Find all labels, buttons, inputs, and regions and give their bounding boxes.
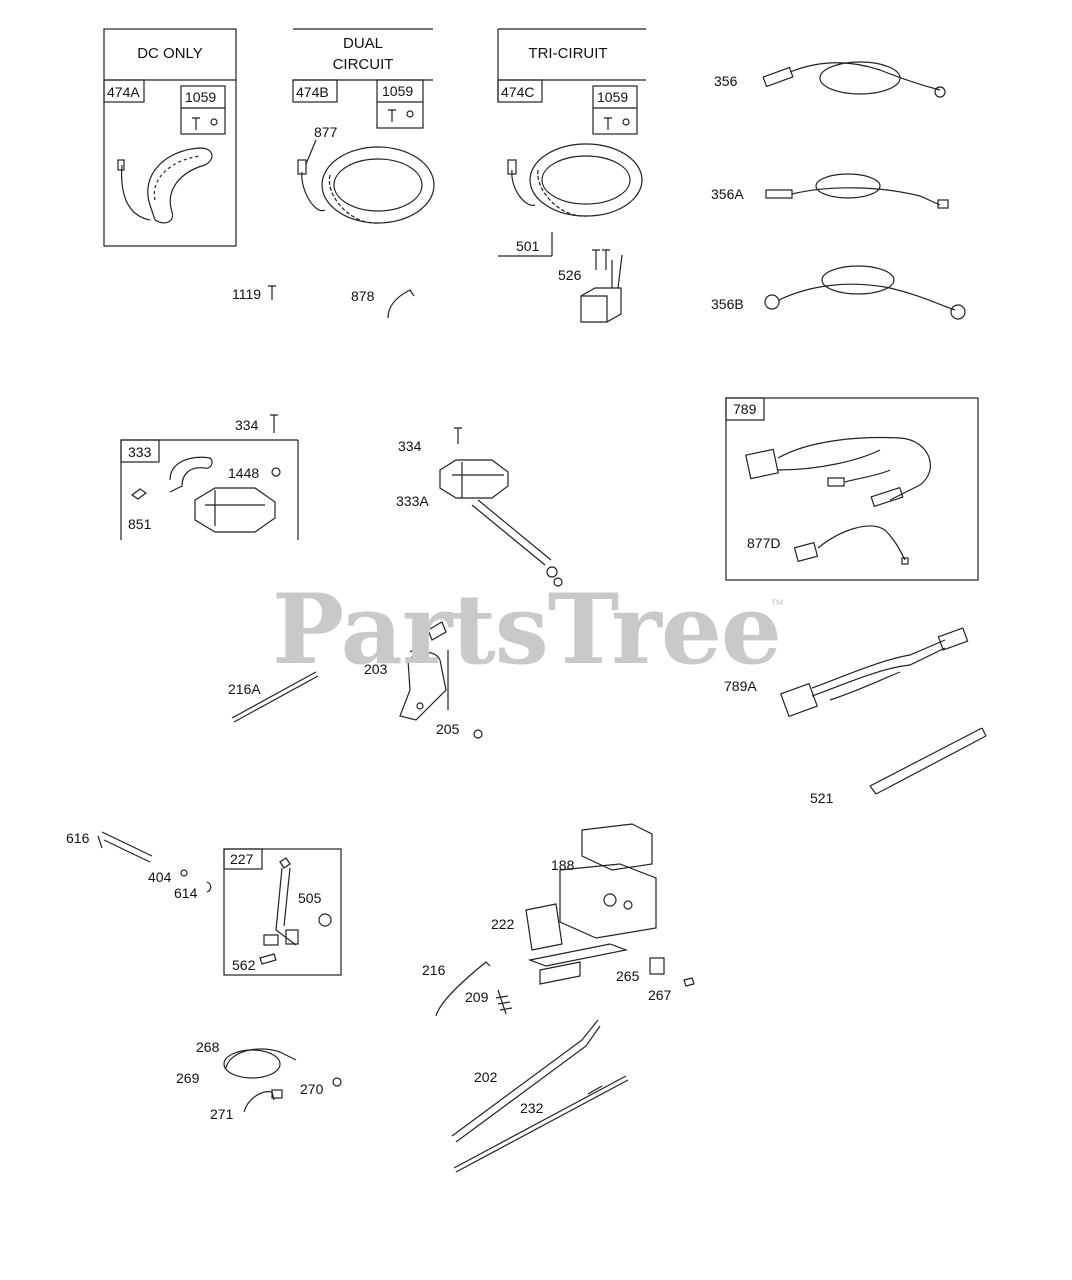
armature-333a-icon [439, 427, 563, 587]
hardware-misc-icons [268, 249, 623, 323]
part-616[interactable]: 616 [66, 830, 90, 846]
stator-dc-icon [117, 147, 213, 224]
ref-474c[interactable]: 474C [501, 84, 535, 100]
part-268[interactable]: 268 [196, 1039, 220, 1055]
part-216a[interactable]: 216A [228, 681, 261, 697]
stator-dual-icon [297, 139, 435, 224]
wire-356b-icon [764, 265, 966, 320]
kit-header-dual-line2: CIRCUIT [332, 56, 394, 73]
part-404[interactable]: 404 [148, 869, 172, 885]
harness-789a-icon [780, 627, 969, 718]
part-356a[interactable]: 356A [711, 186, 744, 202]
part-270[interactable]: 270 [300, 1081, 324, 1097]
part-334-mid[interactable]: 334 [398, 438, 422, 454]
box-tri-circuit [497, 28, 646, 135]
part-789a[interactable]: 789A [724, 678, 757, 694]
part-877[interactable]: 877 [314, 124, 338, 140]
rod-216a-icon [231, 671, 319, 723]
part-1448[interactable]: 1448 [228, 465, 260, 481]
ref-333[interactable]: 333 [128, 444, 152, 460]
part-333a[interactable]: 333A [396, 493, 429, 509]
control-268-271-icons [223, 1048, 342, 1113]
part-877d[interactable]: 877D [747, 535, 781, 551]
armature-333-icon [130, 414, 281, 533]
box-dual-circuit [292, 28, 433, 129]
part-205[interactable]: 205 [436, 721, 460, 737]
governor-227-icon [259, 857, 332, 965]
ref-474b[interactable]: 474B [296, 84, 329, 100]
rod-202-232-icons [451, 1019, 629, 1173]
part-209[interactable]: 209 [465, 989, 489, 1005]
part-269[interactable]: 269 [176, 1070, 200, 1086]
part-188[interactable]: 188 [551, 857, 575, 873]
kit-header-dc-only: DC ONLY [137, 45, 203, 62]
part-878[interactable]: 878 [351, 288, 375, 304]
part-614[interactable]: 614 [174, 885, 198, 901]
lever-616-icon [97, 831, 212, 893]
part-356[interactable]: 356 [714, 73, 738, 89]
ref-789[interactable]: 789 [733, 401, 757, 417]
ref-1059-dc[interactable]: 1059 [185, 89, 217, 105]
control-bracket-222-icon [525, 823, 695, 987]
box-789 [725, 397, 979, 581]
part-505[interactable]: 505 [298, 890, 322, 906]
ref-1059-dual[interactable]: 1059 [382, 83, 414, 99]
kit-header-tri-circuit: TRI-CIRUIT [528, 45, 608, 62]
watermark-text: PartsTree [272, 573, 782, 686]
hardware-1059-icons [192, 109, 630, 130]
link-216-209-icons [435, 961, 513, 1017]
ref-474a[interactable]: 474A [107, 84, 140, 100]
box-227 [223, 848, 342, 976]
part-271[interactable]: 271 [210, 1106, 234, 1122]
part-526[interactable]: 526 [558, 267, 582, 283]
ref-227[interactable]: 227 [230, 851, 254, 867]
box-501 [498, 232, 553, 257]
part-203[interactable]: 203 [364, 661, 388, 677]
part-334-top[interactable]: 334 [235, 417, 259, 433]
part-1119[interactable]: 1119 [232, 286, 262, 302]
part-222[interactable]: 222 [491, 916, 515, 932]
box-333 [120, 439, 299, 540]
ref-501[interactable]: 501 [516, 238, 540, 254]
watermark-trademark: ™ [770, 596, 784, 612]
part-356b[interactable]: 356B [711, 296, 744, 312]
part-202[interactable]: 202 [474, 1069, 498, 1085]
wire-356a-icon [765, 173, 949, 209]
part-562[interactable]: 562 [232, 957, 256, 973]
tube-521-icon [869, 727, 987, 795]
ref-1059-tri[interactable]: 1059 [597, 89, 629, 105]
part-267[interactable]: 267 [648, 987, 672, 1003]
stator-tri-icon [507, 143, 643, 217]
part-521[interactable]: 521 [810, 790, 834, 806]
part-232[interactable]: 232 [520, 1100, 544, 1116]
part-216[interactable]: 216 [422, 962, 446, 978]
wire-877d-icon [793, 525, 909, 565]
box-dc-only [103, 28, 237, 247]
wire-356-icon [762, 61, 946, 98]
kit-header-dual-line1: DUAL [342, 35, 383, 52]
bracket-203-icon [399, 621, 483, 739]
part-265[interactable]: 265 [616, 968, 640, 984]
harness-789-icon [745, 436, 931, 508]
part-851[interactable]: 851 [128, 516, 152, 532]
